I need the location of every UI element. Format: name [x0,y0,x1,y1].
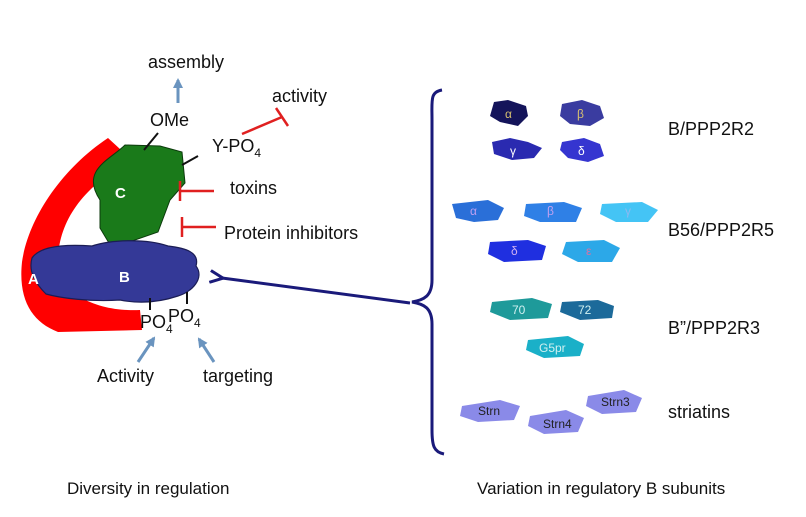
subunit-b-delta [560,138,604,162]
po4-right-label: PO4 [168,306,201,330]
family-b56-ppp2r5: α β γ δ ε B56/PPP2R5 [452,200,774,262]
subunit-b56-epsilon-label: ε [586,244,592,258]
subunit-bpp-72 [560,300,614,320]
toxins-label: toxins [230,178,277,198]
subunit-b56-alpha [452,200,504,222]
subunit-bpp-70 [490,298,552,320]
caption-right: Variation in regulatory B subunits [477,479,725,498]
subunit-b-label: B [119,269,130,286]
subunit-strn-label: Strn [478,404,500,418]
subunit-bpp-g5pr [526,336,584,358]
subunit-strn4 [528,410,584,434]
subunit-b56-epsilon [562,240,620,262]
subunit-strn [460,400,520,422]
subunit-strn4-label: Strn4 [543,417,572,431]
caption-left: Diversity in regulation [67,479,230,498]
subunit-b-gamma [492,138,542,160]
subunit-c-label: C [115,185,126,202]
subunit-b56-beta-label: β [547,204,554,218]
subunit-b56-alpha-label: α [470,204,477,218]
family-name-bpp-ppp2r3: B”/PPP2R3 [668,318,760,338]
b-subunit-arrow [222,278,411,305]
ome-label: OMe [150,110,189,130]
assembly-label: assembly [148,52,224,72]
family-name-b-ppp2r2: B/PPP2R2 [668,119,754,139]
family-bpp-ppp2r3: 70 72 G5pr B”/PPP2R3 [490,298,760,358]
targeting-arrow [197,337,216,363]
subunit-b-gamma-label: γ [510,144,516,158]
subunit-b-beta [560,100,604,126]
activity-inhibit-bar [274,107,290,127]
subunit-b-delta-label: δ [578,144,585,158]
subunit-b-alpha [490,100,528,126]
subunit-b-shape [30,240,200,303]
subunit-strn3 [586,390,642,414]
family-b-ppp2r2: α β γ δ B/PPP2R2 [490,100,754,162]
subunit-a-label: A [28,271,39,288]
activity-top-label: activity [272,86,327,106]
family-name-b56-ppp2r5: B56/PPP2R5 [668,220,774,240]
subunit-b56-gamma-label: γ [625,204,631,218]
subunit-b56-delta [488,240,546,262]
family-name-striatins: striatins [668,402,730,422]
subunit-bpp-70-label: 70 [512,303,526,317]
y-po4-link [181,155,199,166]
subunit-b56-delta-label: δ [511,244,518,258]
family-striatins: Strn Strn4 Strn3 striatins [460,390,730,434]
subunit-c-shape [92,144,186,249]
y-po4-label: Y-PO4 [212,136,261,160]
subunit-b-beta-label: β [577,107,584,121]
protein-inhibitors-label: Protein inhibitors [224,223,358,243]
family-bracket [411,88,445,456]
subunit-b-alpha-label: α [505,107,512,121]
subunit-bpp-g5pr-label: G5pr [539,341,566,355]
subunit-strn3-label: Strn3 [601,395,630,409]
subunit-b56-gamma [600,202,658,222]
activity-bottom-label: Activity [97,366,154,386]
po4-left-label: PO4 [140,312,173,336]
subunit-b56-beta [524,202,582,222]
activity-bottom-arrow [136,336,156,363]
ome-link [143,132,159,151]
subunit-bpp-72-label: 72 [578,303,592,317]
targeting-label: targeting [203,366,273,386]
activity-inhibit-line [241,115,283,136]
